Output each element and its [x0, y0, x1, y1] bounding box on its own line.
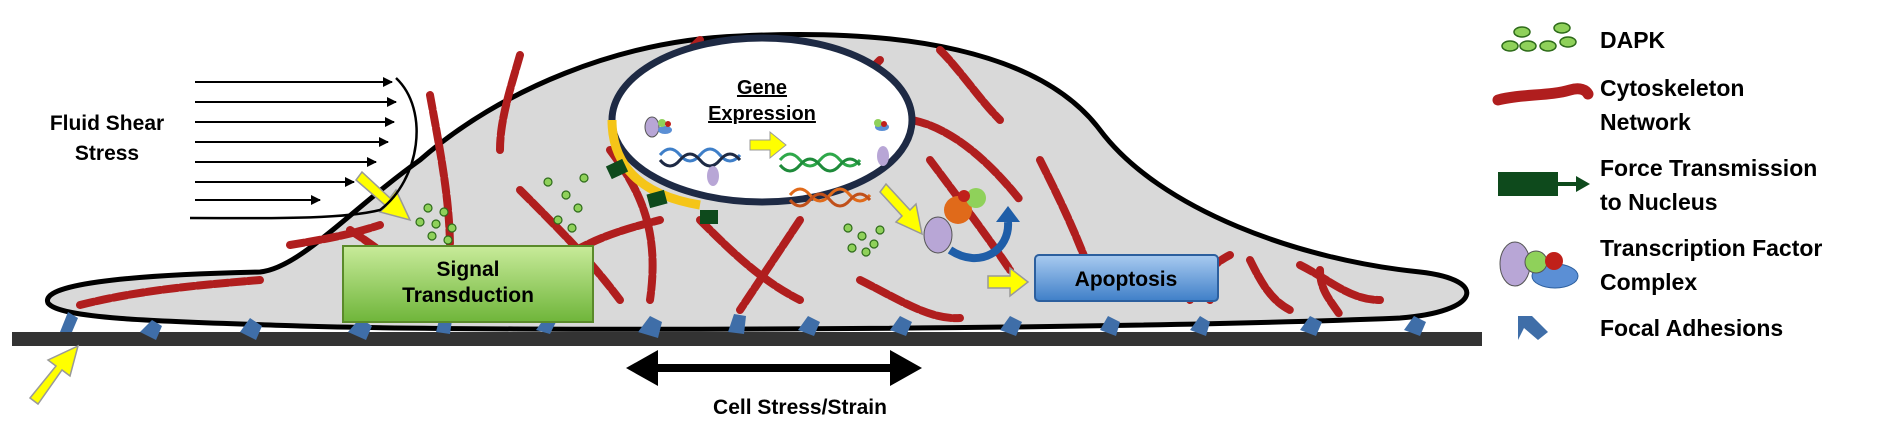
apoptosis-label: Apoptosis	[1075, 268, 1178, 291]
dapk-dots	[415, 173, 885, 257]
fluid-shear-arrows	[189, 77, 418, 220]
yellow-arrows	[28, 170, 1030, 406]
legend-tf-label-line1: Transcription Factor	[1600, 235, 1822, 261]
gene-label-line2: Expression	[708, 103, 816, 125]
legend-force-icon	[1498, 172, 1590, 196]
signal-label-line2: Transduction	[402, 284, 534, 307]
legend-dapk-label: DAPK	[1600, 27, 1666, 53]
signal-label-line1: Signal	[436, 258, 499, 281]
apoptosis-box: Apoptosis	[1034, 254, 1219, 302]
cell-stress-arrow	[626, 350, 922, 386]
tf-complex-large	[923, 188, 1020, 263]
gene-label-line1: Gene	[737, 77, 787, 99]
cell-stress-label: Cell Stress/Strain	[713, 396, 887, 419]
legend-force-label-line2: to Nucleus	[1600, 189, 1718, 215]
expression-arrow	[749, 130, 787, 160]
fluid-shear-label-line2: Stress	[75, 142, 139, 165]
legend-dapk-icon	[1501, 22, 1577, 52]
legend-tf-label-line2: Complex	[1600, 269, 1697, 295]
legend: DAPK Cytoskeleton Network Force Transmis…	[1492, 22, 1822, 341]
legend-focal-icon	[1518, 316, 1548, 340]
fluid-shear-label-line1: Fluid Shear	[50, 112, 164, 135]
legend-focal-label: Focal Adhesions	[1600, 315, 1783, 341]
legend-cytoskeleton-label-line2: Network	[1600, 109, 1691, 135]
legend-tf-icon	[1499, 241, 1579, 289]
signal-transduction-box: Signal Transduction	[342, 245, 594, 323]
tf-complex-small	[644, 116, 889, 186]
substrate-bar	[12, 332, 1482, 346]
legend-cytoskeleton-label-line1: Cytoskeleton	[1600, 75, 1744, 101]
legend-cytoskeleton-icon	[1492, 83, 1594, 106]
force-transmission-connectors	[605, 158, 718, 224]
dna-strands	[658, 147, 872, 208]
legend-force-label-line1: Force Transmission	[1600, 155, 1817, 181]
